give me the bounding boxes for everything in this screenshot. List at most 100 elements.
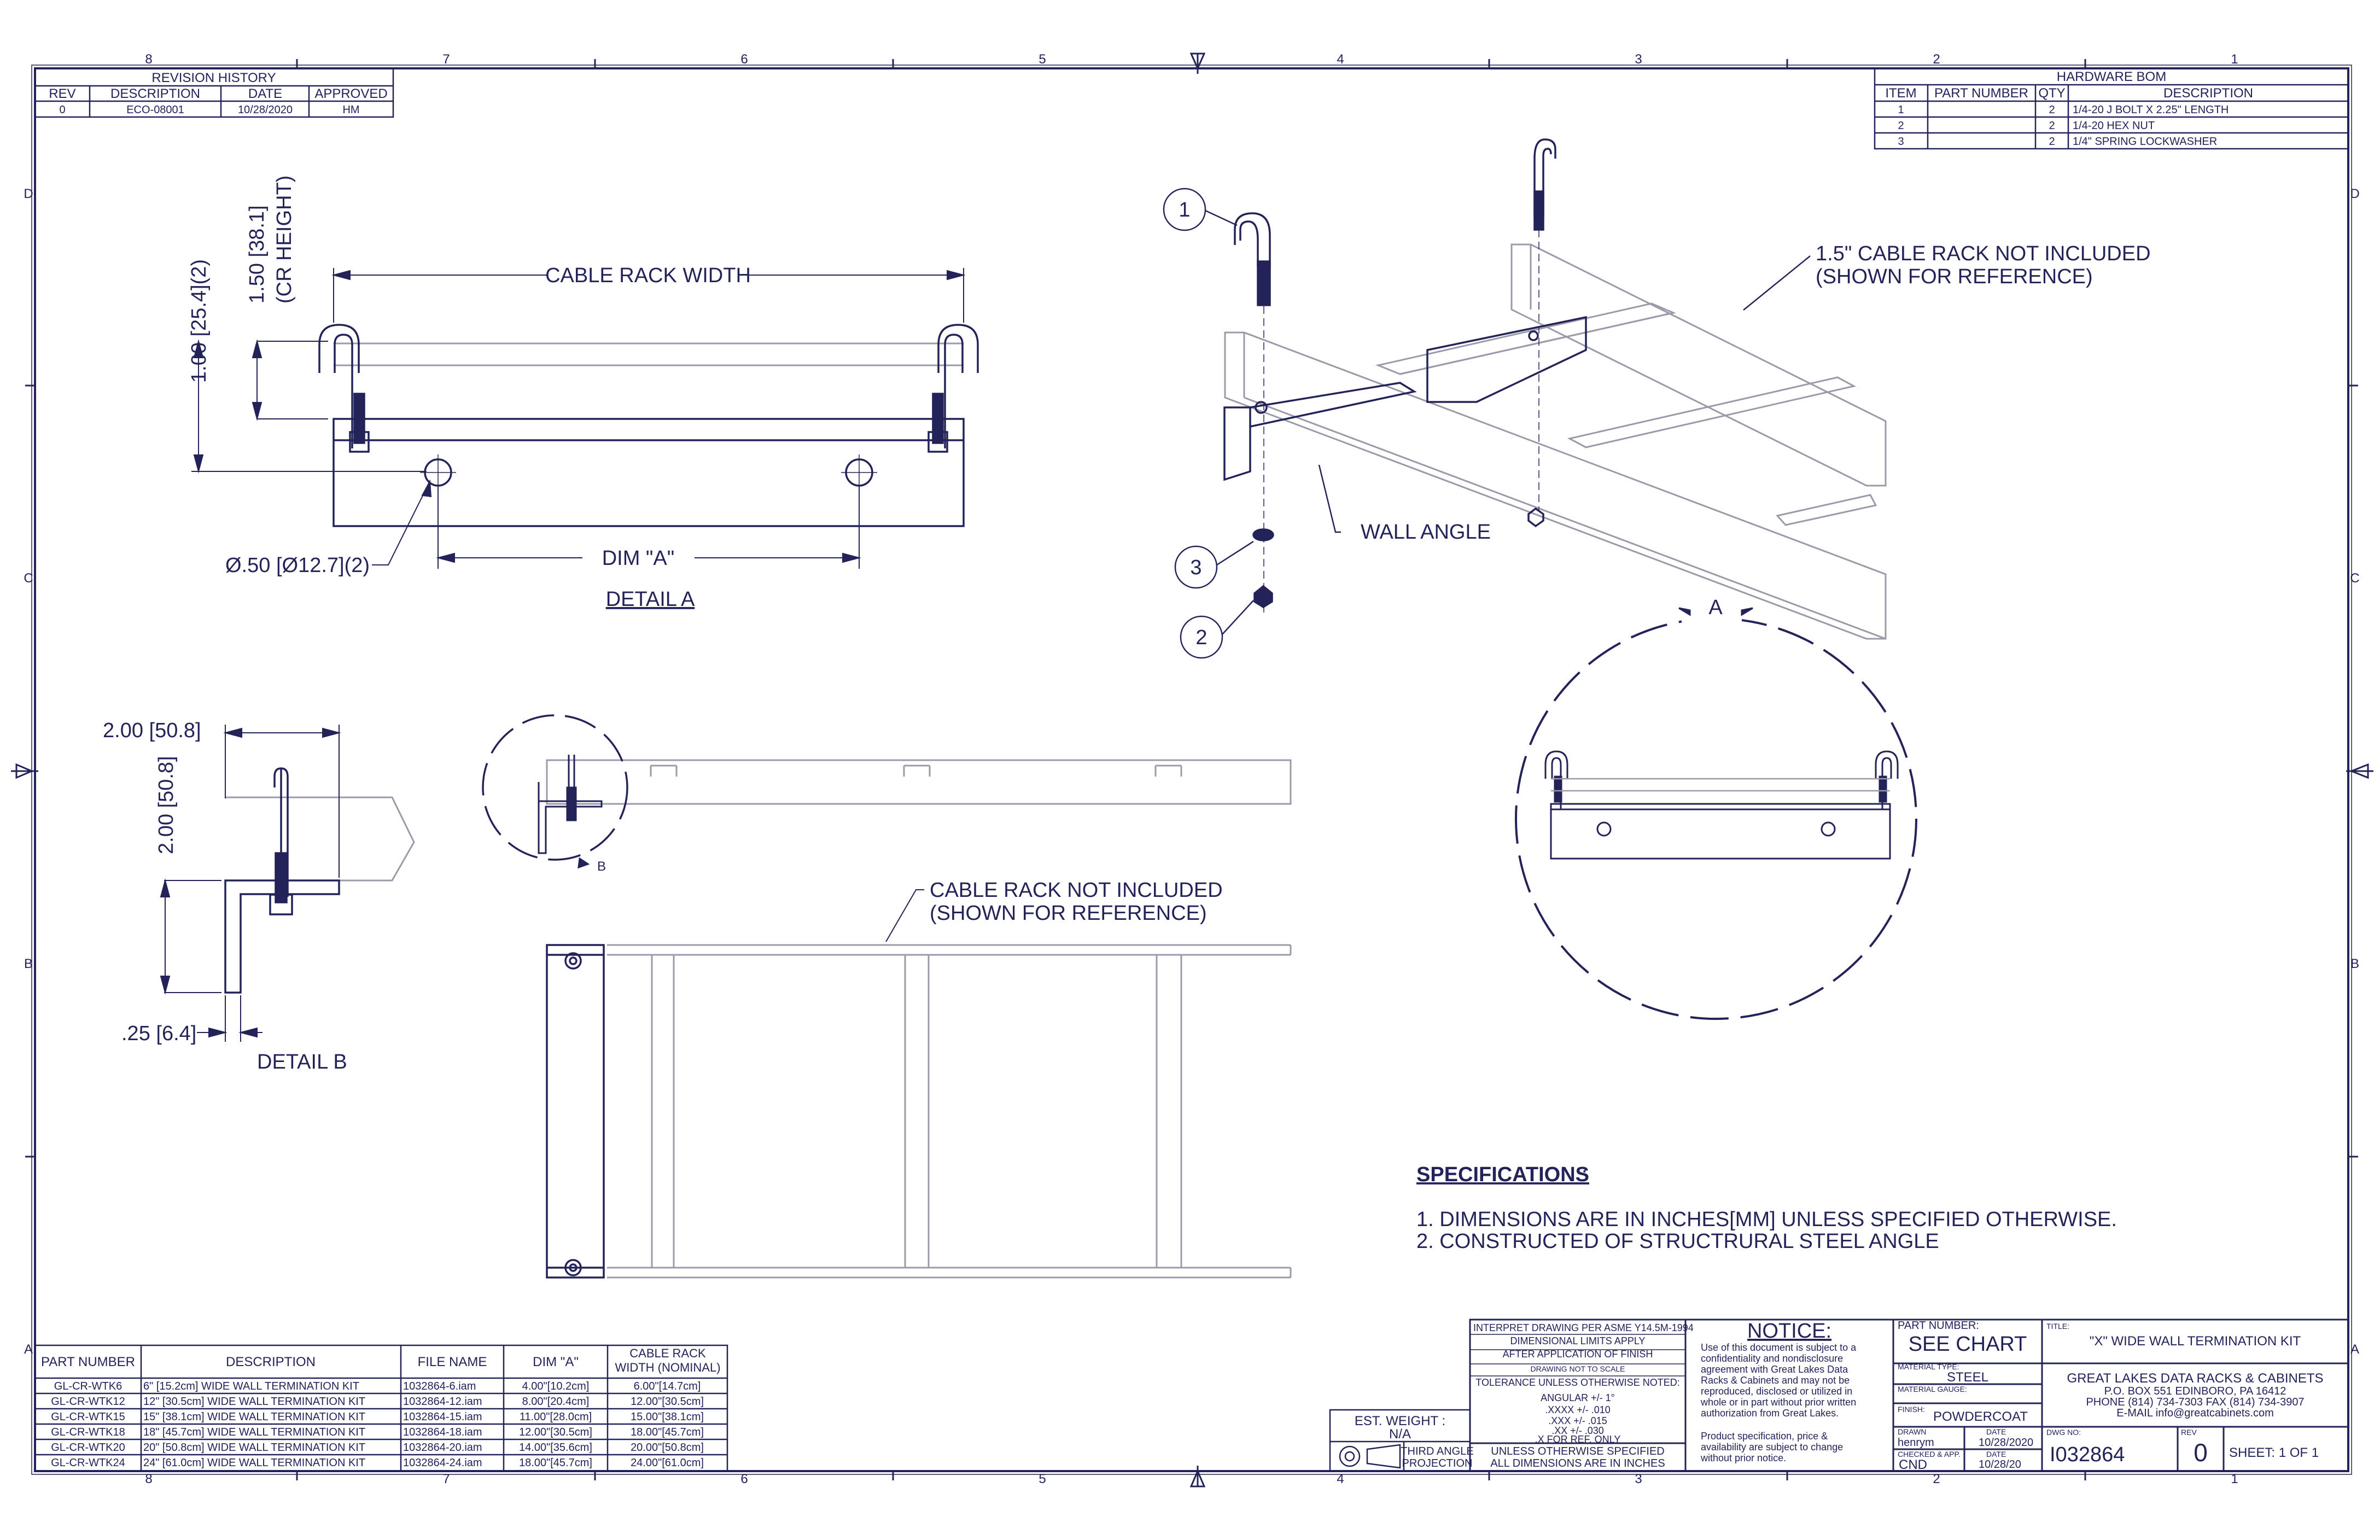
checked-label: CHECKED & APP. bbox=[1898, 1450, 1961, 1459]
bom-row1-description: 1/4-20 J BOLT X 2.25" LENGTH bbox=[2073, 104, 2229, 116]
projection-line2: PROJECTION bbox=[1402, 1457, 1473, 1469]
parts-header-description: DESCRIPTION bbox=[226, 1355, 316, 1369]
tolerance-footer-2: ALL DIMENSIONS ARE IN INCHES bbox=[1490, 1457, 1665, 1469]
part-table-cell: 1032864-6.iam bbox=[403, 1380, 476, 1392]
tolerance-line: .X FOR REF. ONLY bbox=[1535, 1434, 1621, 1445]
est-weight-value: N/A bbox=[1389, 1427, 1411, 1442]
tolerance-line: .XX +/- .030 bbox=[1551, 1425, 1604, 1436]
zone-col-2-top: 2 bbox=[1933, 52, 1940, 67]
finish-label: FINISH: bbox=[1898, 1405, 1925, 1414]
front-rack-callout-line1: CABLE RACK NOT INCLUDED bbox=[930, 879, 1223, 902]
notice-line: confidentiality and nondisclosure bbox=[1701, 1353, 1843, 1364]
zone-col-1-top: 1 bbox=[2231, 52, 2238, 67]
sheet-info: SHEET: 1 OF 1 bbox=[2229, 1445, 2319, 1460]
cable-rack-width-label: CABLE RACK WIDTH bbox=[545, 264, 751, 287]
bom-header-part-number: PART NUMBER bbox=[1934, 86, 2028, 101]
detail-a-marker: A bbox=[1708, 596, 1723, 619]
notice-lines: Use of this document is subject to aconf… bbox=[1700, 1342, 1857, 1463]
tolerance-line: AFTER APPLICATION OF FINISH bbox=[1503, 1349, 1653, 1360]
company-phone: PHONE (814) 734-7303 FAX (814) 734-3907 bbox=[2086, 1396, 2304, 1408]
parts-header-file-name: FILE NAME bbox=[418, 1355, 487, 1369]
iso-rack-callout-line1: 1.5" CABLE RACK NOT INCLUDED bbox=[1816, 242, 2151, 265]
bom-row2-description: 1/4-20 HEX NUT bbox=[2073, 120, 2155, 132]
tolerance-line: INTERPRET DRAWING PER ASME Y14.5M-1994 bbox=[1473, 1322, 1694, 1333]
checked-date: 10/28/20 bbox=[1979, 1459, 2021, 1471]
balloon-1: 1 bbox=[1179, 199, 1190, 221]
part-table-cell: 1032864-18.iam bbox=[403, 1426, 482, 1438]
zone-col-1-bottom: 1 bbox=[2231, 1472, 2238, 1486]
zone-row-c-right: C bbox=[2350, 571, 2359, 586]
drawn-label: DRAWN bbox=[1898, 1427, 1926, 1436]
rev-header-description: DESCRIPTION bbox=[110, 86, 200, 101]
wall-angle-callout: WALL ANGLE bbox=[1361, 521, 1491, 544]
part-table-cell: 11.00"[28.0cm] bbox=[520, 1411, 592, 1423]
checked-date-label: DATE bbox=[1986, 1450, 2006, 1459]
part-table-cell: 18.00"[45.7cm] bbox=[519, 1457, 592, 1469]
part-number-value: SEE CHART bbox=[1909, 1333, 2027, 1356]
zone-col-4-bottom: 4 bbox=[1337, 1472, 1344, 1486]
isometric-assembly-view: 1 3 2 1.5" CABLE RACK NOT INCLUDED (SHOW… bbox=[1163, 138, 2151, 659]
part-number-label: PART NUMBER: bbox=[1898, 1320, 1979, 1332]
title-label: TITLE: bbox=[2046, 1322, 2069, 1331]
dwg-no-value: I032864 bbox=[2050, 1443, 2125, 1466]
rev-cell-rev: 0 bbox=[59, 104, 65, 116]
notice-line: without prior notice. bbox=[1700, 1452, 1786, 1463]
front-view: CABLE RACK NOT INCLUDED (SHOWN FOR REFER… bbox=[546, 879, 1292, 1279]
rev-cell-description: ECO-08001 bbox=[126, 104, 184, 116]
part-table-cell: GL-CR-WTK12 bbox=[51, 1396, 125, 1408]
rev-header-approved: APPROVED bbox=[314, 86, 387, 101]
hardware-bom-table: HARDWARE BOM ITEM PART NUMBER QTY DESCRI… bbox=[1874, 67, 2349, 150]
part-table-cell: 1032864-12.iam bbox=[403, 1396, 482, 1408]
zone-row-b-left: B bbox=[24, 956, 33, 971]
part-table-cell: GL-CR-WTK15 bbox=[51, 1411, 125, 1423]
projection-line1: THIRD ANGLE bbox=[1401, 1445, 1473, 1457]
drawn-date-label: DATE bbox=[1986, 1427, 2006, 1436]
part-number-table: PART NUMBER DESCRIPTION FILE NAME DIM "A… bbox=[34, 1344, 728, 1472]
zone-col-2-bottom: 2 bbox=[1933, 1472, 1940, 1486]
part-table-cell: 8.00"[20.4cm] bbox=[522, 1396, 590, 1408]
part-table-cell: 14.00"[35.6cm] bbox=[519, 1442, 592, 1454]
parts-header-dim-a: DIM "A" bbox=[533, 1355, 579, 1369]
specification-1: 1. DIMENSIONS ARE IN INCHES[MM] UNLESS S… bbox=[1416, 1208, 2117, 1231]
notice-title: NOTICE: bbox=[1747, 1320, 1831, 1343]
bom-header-qty: QTY bbox=[2038, 86, 2065, 101]
company-name: GREAT LAKES DATA RACKS & CABINETS bbox=[2067, 1371, 2323, 1386]
part-table-cell: 1032864-20.iam bbox=[403, 1442, 482, 1454]
dwg-no-label: DWG NO: bbox=[2046, 1428, 2081, 1437]
part-table-cell: 24" [61.0cm] WIDE WALL TERMINATION KIT bbox=[143, 1457, 365, 1469]
notice-line: availability are subject to change bbox=[1701, 1442, 1843, 1452]
parts-header-part-number: PART NUMBER bbox=[41, 1355, 135, 1369]
bom-row2-item: 2 bbox=[1898, 120, 1904, 132]
material-type-value: STEEL bbox=[1947, 1370, 1988, 1385]
zone-col-8-top: 8 bbox=[145, 52, 152, 67]
notice-line: authorization from Great Lakes. bbox=[1701, 1408, 1839, 1419]
front-rack-callout-line2: (SHOWN FOR REFERENCE) bbox=[930, 902, 1207, 925]
zone-row-c-left: C bbox=[24, 571, 33, 586]
zone-row-a-left: A bbox=[24, 1342, 33, 1357]
part-table-cell: 12" [30.5cm] WIDE WALL TERMINATION KIT bbox=[143, 1396, 365, 1408]
part-table-cell: 6" [15.2cm] WIDE WALL TERMINATION KIT bbox=[143, 1380, 359, 1392]
detail-b-title: DETAIL B bbox=[257, 1051, 347, 1074]
part-table-cell: 1032864-24.iam bbox=[403, 1457, 482, 1469]
rev-header-date: DATE bbox=[248, 86, 282, 101]
zone-col-3-bottom: 3 bbox=[1635, 1472, 1642, 1486]
detail-a-title: DETAIL A bbox=[606, 588, 695, 611]
hole-diameter-dim: Ø.50 [Ø12.7](2) bbox=[225, 554, 370, 577]
part-table-cell: 12.00"[30.5cm] bbox=[631, 1396, 704, 1408]
bom-row3-qty: 2 bbox=[2049, 136, 2055, 148]
bom-row1-qty: 2 bbox=[2049, 104, 2055, 116]
dim-a-label: DIM "A" bbox=[602, 547, 675, 570]
tolerance-line: DIMENSIONAL LIMITS APPLY bbox=[1510, 1335, 1645, 1346]
detail-b-width-dim: 2.00 [50.8] bbox=[103, 719, 201, 742]
tolerance-line: DRAWING NOT TO SCALE bbox=[1531, 1364, 1625, 1373]
specifications-title: SPECIFICATIONS bbox=[1416, 1163, 1589, 1186]
finish-value: POWDERCOAT bbox=[1933, 1409, 2028, 1424]
drawn-by: henrym bbox=[1898, 1437, 1934, 1449]
detail-a-view: CABLE RACK WIDTH 1.50 [38.1] (CR HEIGHT)… bbox=[188, 176, 979, 611]
part-table-cell: 18.00"[45.7cm] bbox=[631, 1426, 704, 1438]
checked-by: CND bbox=[1899, 1457, 1927, 1472]
tolerance-line: ANGULAR +/- 1° bbox=[1541, 1392, 1615, 1403]
iso-rack-callout-line2: (SHOWN FOR REFERENCE) bbox=[1816, 265, 2093, 288]
part-table-cell: GL-CR-WTK24 bbox=[51, 1457, 125, 1469]
material-type-label: MATERIAL TYPE: bbox=[1898, 1362, 1959, 1371]
